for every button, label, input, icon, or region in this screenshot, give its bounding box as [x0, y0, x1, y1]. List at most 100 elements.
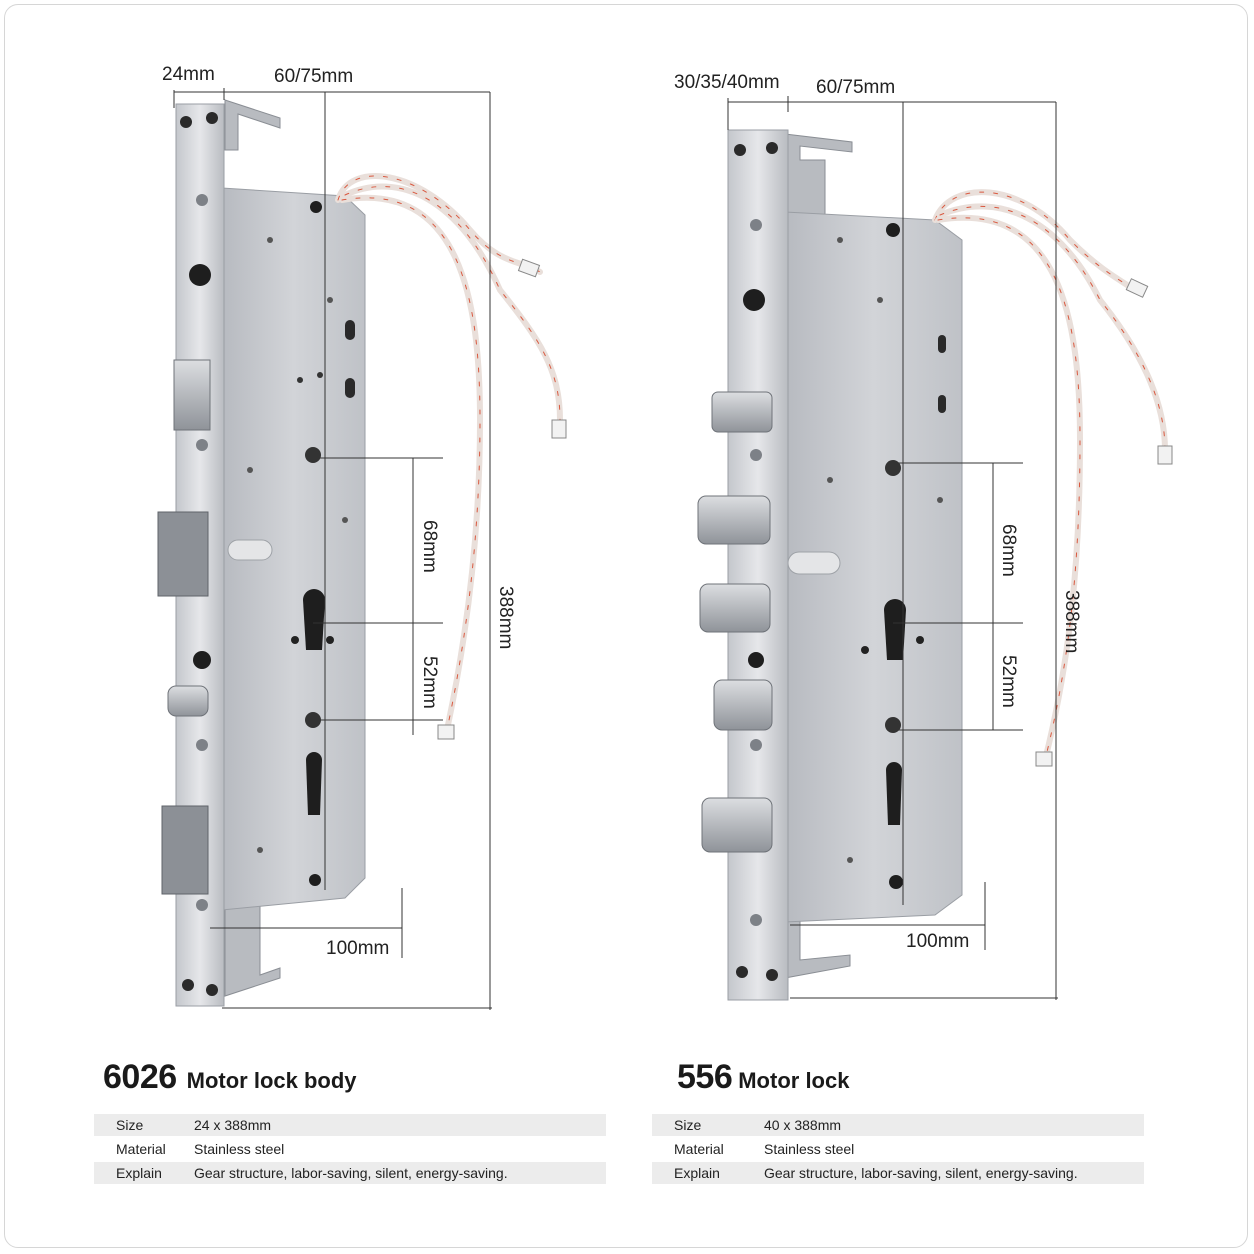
lock-6026-center-distance-lower: 52mm — [419, 656, 440, 709]
spec-row-material: Material Stainless steel — [94, 1138, 606, 1160]
slot — [938, 335, 946, 353]
lock-6026-wires — [335, 173, 563, 728]
screw — [196, 194, 208, 206]
lock-556-backset: 60/75mm — [816, 77, 895, 98]
screw-hole — [182, 979, 194, 991]
pin — [847, 857, 853, 863]
spec-value: Gear structure, labor-saving, silent, en… — [194, 1165, 508, 1181]
lock-6026-latch — [173, 359, 211, 431]
product-6026-spec-table: Size 24 x 388mm Material Stainless steel… — [94, 1114, 606, 1186]
product-6026-title: 6026 Motor lock body — [103, 1058, 357, 1097]
screw — [750, 219, 762, 231]
product-6026-model: 6026 — [103, 1058, 177, 1096]
pin — [309, 874, 321, 886]
lock-6026-top-hook — [224, 99, 281, 151]
lock-556-bottom-hook — [784, 917, 851, 979]
lock-6026-total-height: 388mm — [495, 586, 516, 649]
lock-6026-bottom-hook — [224, 899, 281, 997]
lock-6026-illustration — [157, 99, 567, 1007]
lock-556-bolt-4 — [701, 797, 773, 853]
spec-row-material: Material Stainless steel — [652, 1138, 1144, 1160]
pin — [342, 517, 348, 523]
spec-row-size: Size 24 x 388mm — [94, 1114, 606, 1136]
pin — [877, 297, 883, 303]
pin — [257, 847, 263, 853]
spec-value: 40 x 388mm — [764, 1117, 842, 1133]
lock-6026-cylinder-hole — [303, 589, 325, 650]
product-556-name: Motor lock — [738, 1068, 850, 1093]
screw-hole — [206, 112, 218, 124]
pin — [827, 477, 833, 483]
pin — [267, 237, 273, 243]
spec-value: Gear structure, labor-saving, silent, en… — [764, 1165, 1078, 1181]
pin — [310, 201, 322, 213]
slot — [787, 551, 841, 575]
spec-value: 24 x 388mm — [194, 1117, 272, 1133]
spec-key: Material — [116, 1141, 166, 1157]
lock-6026-guard-bolt — [167, 685, 209, 717]
page-frame — [4, 4, 1248, 1248]
pin — [247, 467, 253, 473]
spindle-hole-lower — [885, 717, 901, 733]
lock-6026-deadbolt-lower — [161, 805, 209, 895]
screw-hole — [206, 984, 218, 996]
screw — [196, 899, 208, 911]
large-hole — [193, 651, 211, 669]
product-556-spec-table: Size 40 x 388mm Material Stainless steel… — [652, 1114, 1144, 1186]
pin — [837, 237, 843, 243]
screw — [750, 739, 762, 751]
pin — [889, 875, 903, 889]
lock-556-bottom-width: 100mm — [906, 931, 969, 952]
lock-556-faceplate — [727, 129, 789, 1001]
slot — [345, 378, 355, 398]
pin — [326, 636, 334, 644]
pin — [327, 297, 333, 303]
lock-6026-center-distance-upper: 68mm — [419, 520, 440, 573]
screw — [196, 739, 208, 751]
lock-556-faceplate-width: 30/35/40mm — [674, 72, 780, 93]
lock-6026-faceplate-width: 24mm — [162, 64, 215, 85]
screw-hole — [736, 966, 748, 978]
lock-556-total-height: 388mm — [1061, 590, 1082, 653]
large-hole — [748, 652, 764, 668]
product-6026-name: Motor lock body — [186, 1068, 357, 1093]
spec-key: Material — [674, 1141, 724, 1157]
pin — [886, 223, 900, 237]
screw-hole — [766, 969, 778, 981]
screw — [196, 439, 208, 451]
product-diagram: 24mm 60/75mm 68mm 52mm 388mm 100mm — [157, 64, 1173, 1010]
lock-6026-deadbolt-upper — [157, 511, 209, 597]
connector — [1035, 751, 1053, 767]
lock-6026-backset: 60/75mm — [274, 66, 353, 87]
spec-row-size: Size 40 x 388mm — [652, 1114, 1144, 1136]
pin — [291, 636, 299, 644]
spec-key: Explain — [674, 1165, 720, 1181]
spec-key: Size — [674, 1117, 702, 1133]
pin — [317, 372, 323, 378]
spec-value: Stainless steel — [764, 1141, 855, 1157]
lock-556-latch — [711, 391, 773, 433]
lock-556-cylinder-hole — [884, 599, 906, 660]
spindle-hole-upper — [885, 460, 901, 476]
slot — [227, 539, 273, 561]
lock-6026-lower-slot — [306, 752, 322, 815]
connector — [1125, 278, 1149, 298]
screw-hole — [734, 144, 746, 156]
lock-556-illustration — [697, 129, 1173, 1001]
lock-556-wires — [932, 189, 1168, 763]
connector — [517, 258, 541, 278]
lock-556-center-distance-lower: 52mm — [998, 655, 1019, 708]
lock-556-dimension-lines — [727, 96, 1058, 1000]
large-hole — [743, 289, 765, 311]
lock-556-bolt-3 — [713, 679, 773, 731]
connector — [1157, 445, 1173, 465]
spec-row-explain: Explain Gear structure, labor-saving, si… — [652, 1162, 1144, 1184]
slot — [345, 320, 355, 340]
lock-556-lower-slot — [886, 762, 902, 825]
lock-6026-dimension-lines — [173, 88, 492, 1010]
spec-row-explain: Explain Gear structure, labor-saving, si… — [94, 1162, 606, 1184]
spindle-hole-upper — [305, 447, 321, 463]
spec-key: Explain — [116, 1165, 162, 1181]
pin — [916, 636, 924, 644]
slot — [938, 395, 946, 413]
